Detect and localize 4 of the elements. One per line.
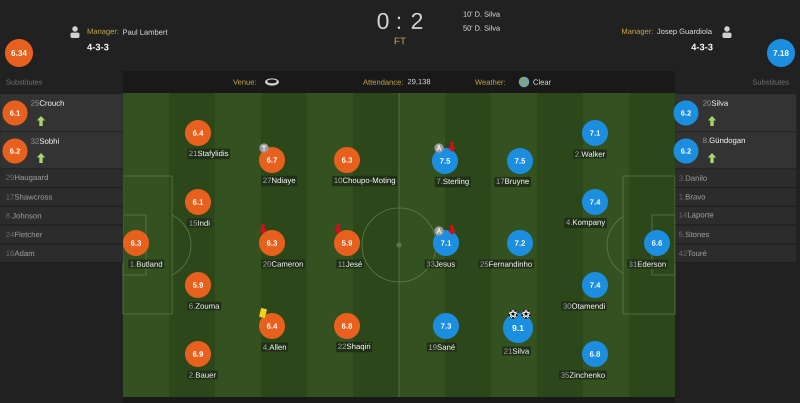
formation-label: 4-3-3 [87, 44, 109, 50]
match-status: FT [394, 38, 406, 44]
formation-label: 4-3-3 [691, 44, 713, 50]
score: 0 : 2 [378, 12, 422, 30]
